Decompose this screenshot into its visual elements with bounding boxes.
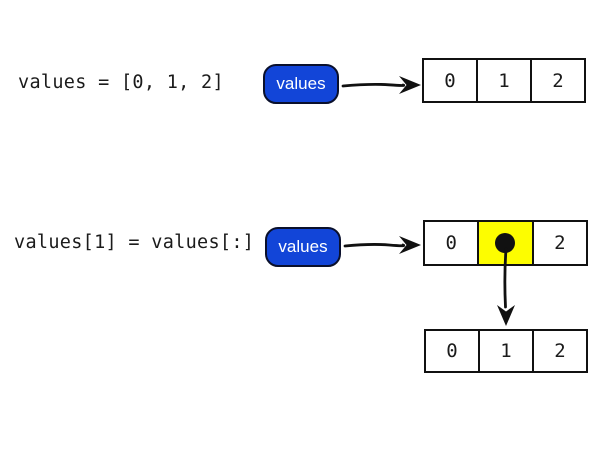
list-box-nested: 0 1 2 bbox=[424, 329, 588, 373]
list-cell: 0 bbox=[444, 69, 456, 92]
code-statement-2: values[1] = values[:] bbox=[14, 232, 255, 253]
list-cell: 2 bbox=[532, 331, 586, 371]
list-cell: 0 bbox=[445, 232, 457, 254]
list-cell: 1 bbox=[478, 331, 532, 371]
arrow-right-icon bbox=[343, 234, 423, 256]
list-cell: 2 bbox=[531, 222, 586, 264]
list-cell: 2 bbox=[530, 60, 584, 101]
list-box-1: 0 1 2 bbox=[422, 58, 586, 103]
variable-badge-2: values bbox=[265, 227, 341, 267]
variable-badge-label: values bbox=[276, 74, 326, 93]
arrow-down-icon bbox=[492, 247, 520, 329]
arrow-right-icon bbox=[341, 74, 423, 96]
list-cell: 1 bbox=[476, 60, 530, 101]
reference-dot-icon bbox=[495, 233, 516, 253]
variable-badge-1: values bbox=[263, 64, 339, 104]
list-cell: 0 bbox=[446, 340, 458, 362]
variable-badge-label: values bbox=[278, 237, 328, 256]
code-statement-1: values = [0, 1, 2] bbox=[18, 72, 224, 93]
